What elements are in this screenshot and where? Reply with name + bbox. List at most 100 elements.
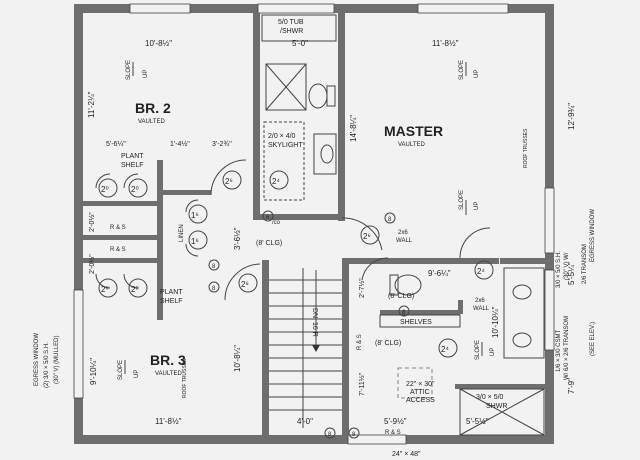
window-right-master xyxy=(544,187,555,254)
marker-10: 2⁶ xyxy=(363,232,371,241)
right-note-4: EGRESS WINDOW xyxy=(590,209,596,262)
vanity-top xyxy=(313,133,337,175)
dim-stair-width: 4'-0" xyxy=(297,417,313,426)
marker-4: 2⁰ xyxy=(131,185,139,194)
marker-14: 8 xyxy=(388,217,392,223)
right-note-2: (30" V) W/ xyxy=(564,252,570,280)
dim-br3-mid: 10'-8¼" xyxy=(233,345,242,372)
tag-markers: 2⁶ 2⁴ 2⁰ 2⁰ 1⁶ 1⁶ 2⁰ 2⁰ 2⁶ 2⁶ 2⁴ 2⁴ 6 8 … xyxy=(98,170,494,439)
label-wall1b: WALL xyxy=(396,238,413,244)
dim-br3-depth: 9'-10¼" xyxy=(89,358,98,385)
exterior-wall-left xyxy=(74,4,83,444)
dim-closet-a: 2'-0½" xyxy=(88,212,96,232)
door-swing-br3 xyxy=(224,263,261,301)
label-shower1: 3/0 × 5/0 xyxy=(476,394,504,401)
dim-bath-mid: 9'-6¼" xyxy=(428,269,451,278)
window-top-master xyxy=(417,3,509,14)
exterior-wall-bottom xyxy=(74,435,554,444)
left-note-1: EGRESS WINDOW xyxy=(34,333,40,386)
marker-9: 2⁶ xyxy=(241,280,249,289)
wall-bath-master xyxy=(338,13,345,221)
vanity-lower xyxy=(503,267,545,359)
door-swing-closet-b xyxy=(123,173,139,189)
room-master-sub: VAULTED xyxy=(398,142,425,148)
up-bath: UP xyxy=(490,348,496,356)
roof-trusses-master: ROOF TRUSSES xyxy=(523,128,529,168)
label-wall2a: 2x6 xyxy=(475,298,485,304)
marker-5: 1⁶ xyxy=(191,211,199,220)
label-shelves: SHELVES xyxy=(400,319,432,326)
dim-right-low: 7'-9" xyxy=(567,378,576,394)
label-rs3: R & S xyxy=(357,334,363,350)
up-master-top: UP xyxy=(474,70,480,78)
shower-stall-lower xyxy=(459,388,545,436)
slope-br2: SLOPE xyxy=(126,60,132,80)
window-top-bath xyxy=(257,3,335,14)
slope-bath: SLOPE xyxy=(475,340,481,360)
wall-bath2-right xyxy=(458,300,463,314)
marker-7: 2⁰ xyxy=(101,285,109,294)
marker-16: 8 xyxy=(212,286,216,292)
shelves-box xyxy=(379,314,461,328)
dim-bottom-right: 5'-5½" xyxy=(466,417,489,426)
marker-2: 2⁴ xyxy=(272,177,280,186)
door-swing-linen xyxy=(185,199,199,213)
door-swing-br2 xyxy=(210,159,247,196)
dim-br2-width: 10'-8½" xyxy=(145,39,172,48)
marker-3: 2⁰ xyxy=(101,185,109,194)
up-br3: UP xyxy=(134,370,140,378)
dim-shelf-a: 5'-6¼" xyxy=(106,141,126,148)
wall-bath-bottom xyxy=(253,214,345,220)
marker-18: 8 xyxy=(328,432,332,438)
label-rs2: R & S xyxy=(110,247,126,253)
right-note-3: 2/6 TRANSOM xyxy=(582,244,588,284)
window-top-br2 xyxy=(129,3,191,14)
skylight xyxy=(263,121,305,201)
dim-right-top: 12'-9¾" xyxy=(567,103,576,130)
dim-master-depth: 14'-8¼" xyxy=(349,115,358,142)
label-wall2b: WALL xyxy=(473,306,490,312)
label-co: /co xyxy=(272,220,281,226)
room-br2-name: BR. 2 xyxy=(135,100,171,116)
dim-br3-width: 11'-8½" xyxy=(155,417,182,426)
wall-stair-right xyxy=(342,258,349,435)
label-skylight1: 2/0 × 4/0 xyxy=(268,133,296,140)
shower-stall-top xyxy=(265,63,307,111)
wall-bath2-mid xyxy=(380,310,460,315)
door-swing-hall xyxy=(341,217,383,251)
dim-bath-v: 2'-7½" xyxy=(358,278,366,298)
slope-master-mid: SLOPE xyxy=(459,190,465,210)
label-clg2: (8' CLG) xyxy=(388,293,414,300)
label-skylight2: SKYLIGHT xyxy=(268,142,303,149)
window-bottom-bath xyxy=(347,434,407,445)
tub xyxy=(261,14,337,42)
label-plant-shelf-top1: PLANT xyxy=(121,153,144,160)
right-note-1: 3/0 × 5/0 S.H. xyxy=(556,251,562,288)
door-swing-bath2 xyxy=(361,257,389,281)
dim-shelf-c: 3'-2¾" xyxy=(212,141,232,148)
dim-shelf-b: 1'-4½" xyxy=(170,140,190,148)
window-right-bath xyxy=(544,269,555,351)
wall-stair-left xyxy=(262,260,269,435)
left-note-3: (30" V) (MULLED) xyxy=(54,336,60,384)
dim-bottom-mid: 5'-9½" xyxy=(384,417,407,426)
dim-hall: 3'-6½" xyxy=(233,227,242,250)
dim-closet-b: 2'-0½" xyxy=(88,254,96,274)
up-master-mid: UP xyxy=(474,202,480,210)
roof-trusses-br3: ROOF TRUSSES xyxy=(182,358,188,398)
dim-right-mid: 5'-5¼" xyxy=(567,262,576,285)
wall-closet-top xyxy=(83,201,163,206)
label-wall1a: 2x6 xyxy=(398,230,408,236)
dim-master-width: 11'-8½" xyxy=(432,39,459,48)
window-left-br3 xyxy=(73,289,84,399)
left-note-2: (2) 3/0 × 5/0 S.H. xyxy=(44,342,50,388)
door-swing-linen2 xyxy=(185,243,199,257)
room-br3-name: BR. 3 xyxy=(150,352,186,368)
up-br2: UP xyxy=(143,70,149,78)
room-br2-sub: VAULTED xyxy=(138,119,165,125)
label-rs4: R & S xyxy=(385,430,401,436)
label-plant-shelf-bot1: PLANT xyxy=(160,289,183,296)
wall-closet-bottom xyxy=(83,258,163,263)
